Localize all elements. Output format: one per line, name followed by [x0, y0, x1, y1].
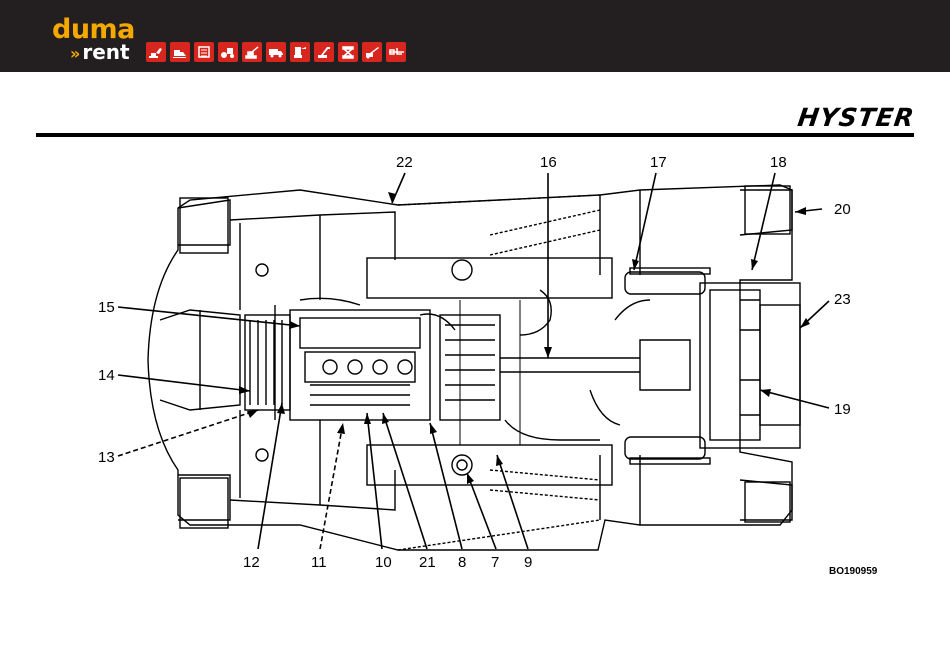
brand-logo: HYSTER — [796, 103, 916, 132]
excavator-icon[interactable] — [146, 42, 166, 62]
logo-chevron: » — [70, 44, 80, 63]
boom-lift-icon[interactable] — [314, 42, 334, 62]
header-rule — [36, 133, 914, 137]
callout-23: 23 — [834, 292, 851, 307]
duma-rent-logo[interactable]: duma »rent — [52, 18, 142, 66]
callout-10: 10 — [375, 555, 392, 570]
compactor-icon[interactable] — [290, 42, 310, 62]
roller-icon[interactable] — [218, 42, 238, 62]
generator-icon[interactable] — [194, 42, 214, 62]
scissor-lift-icon[interactable] — [338, 42, 358, 62]
truck-icon[interactable] — [266, 42, 286, 62]
logo-duma-text: duma — [52, 16, 135, 43]
callout-19: 19 — [834, 402, 851, 417]
callout-12: 12 — [243, 555, 260, 570]
forklift-diagram — [0, 140, 950, 600]
callout-18: 18 — [770, 155, 787, 170]
leader-lines — [118, 173, 829, 549]
logo-rent-row: »rent — [70, 42, 130, 62]
callout-21: 21 — [419, 555, 436, 570]
callout-15: 15 — [98, 300, 115, 315]
callout-8: 8 — [458, 555, 466, 570]
frame-outline — [148, 185, 800, 550]
callout-13: 13 — [98, 450, 115, 465]
callout-14: 14 — [98, 368, 115, 383]
logo-rent-text: rent — [82, 40, 129, 64]
telehandler-icon[interactable] — [362, 42, 382, 62]
callout-7: 7 — [491, 555, 499, 570]
crane-icon[interactable] — [242, 42, 262, 62]
loader-icon[interactable] — [170, 42, 190, 62]
equipment-icon-strip — [146, 42, 406, 62]
figure-id: BO190959 — [829, 566, 877, 577]
callout-11: 11 — [311, 555, 327, 570]
callout-9: 9 — [524, 555, 532, 570]
header-bar: duma »rent — [0, 0, 950, 72]
forklift-icon[interactable] — [386, 42, 406, 62]
callout-17: 17 — [650, 155, 667, 170]
callout-16: 16 — [540, 155, 557, 170]
callout-22: 22 — [396, 155, 413, 170]
callout-20: 20 — [834, 202, 851, 217]
